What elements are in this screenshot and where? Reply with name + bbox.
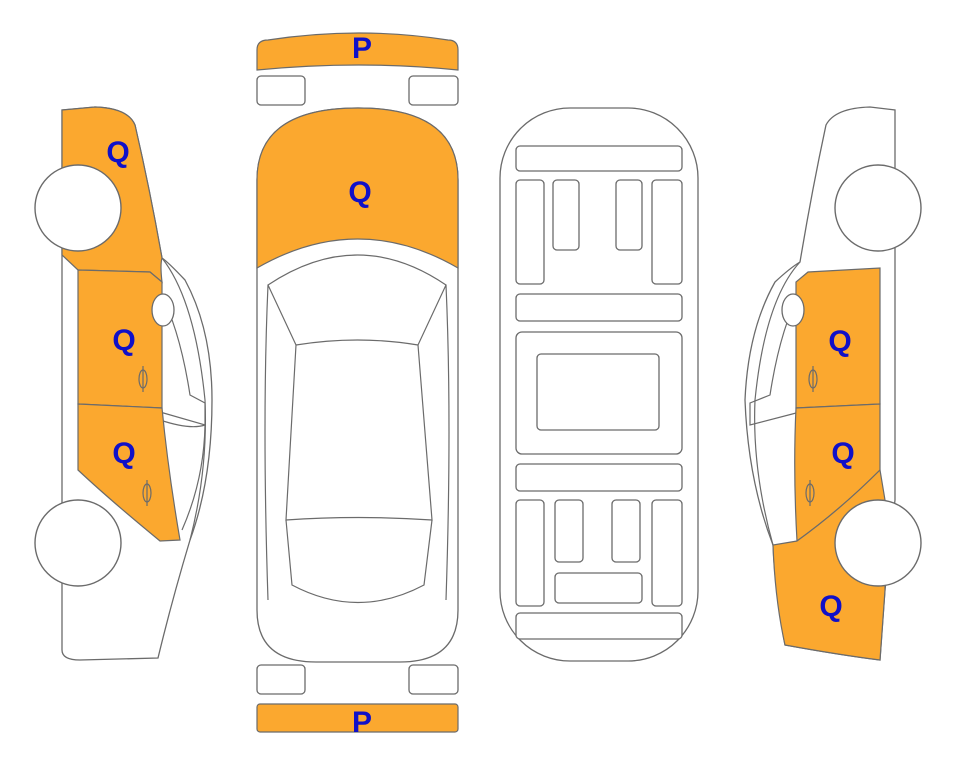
right-front-door-handle <box>808 366 818 392</box>
marker-right-rear-quarter: Q <box>819 590 842 623</box>
marker-rear-bumper: P <box>352 706 372 739</box>
left-side-view: Q Q Q <box>34 106 213 661</box>
underbody-view <box>499 107 699 662</box>
marker-right-front-door: Q <box>828 325 851 358</box>
marker-right-rear-door: Q <box>831 437 854 470</box>
left-mirror <box>151 293 175 327</box>
top-view: P Q P <box>256 32 459 739</box>
left-rear-door-panel <box>77 403 181 542</box>
left-door-sill <box>264 284 269 601</box>
left-rear-wheel <box>34 499 122 587</box>
left-front-wheel <box>34 164 122 252</box>
right-front-door-panel <box>795 267 881 409</box>
left-rear-door-handle <box>142 480 152 506</box>
left-front-door-handle <box>138 366 148 392</box>
marker-left-front-fender: Q <box>106 136 129 169</box>
right-rear-wheel <box>834 499 922 587</box>
windshield <box>267 254 447 346</box>
rear-window <box>285 519 433 604</box>
marker-left-rear-door: Q <box>112 437 135 470</box>
left-window-line <box>161 257 207 541</box>
front-bumper-panel <box>256 32 459 71</box>
underbody-center-plate <box>536 353 660 431</box>
left-rear-window <box>159 419 206 531</box>
marker-left-front-door: Q <box>112 324 135 357</box>
right-front-wheel <box>834 164 922 252</box>
roof <box>285 344 433 521</box>
marker-hood: Q <box>348 176 371 209</box>
left-front-door-panel <box>77 269 163 409</box>
right-door-sill <box>445 284 450 601</box>
marker-front-bumper: P <box>352 32 372 65</box>
hood-panel <box>256 107 459 270</box>
right-rear-door-handle <box>805 480 815 506</box>
rear-right-taillight <box>408 664 459 695</box>
right-window-line <box>754 261 801 546</box>
rear-bumper-panel <box>256 703 459 733</box>
rear-left-taillight <box>256 664 306 695</box>
right-side-view: Q Q Q <box>744 106 922 661</box>
front-right-headlight <box>408 75 459 106</box>
front-left-headlight <box>256 75 306 106</box>
right-mirror <box>781 293 805 327</box>
